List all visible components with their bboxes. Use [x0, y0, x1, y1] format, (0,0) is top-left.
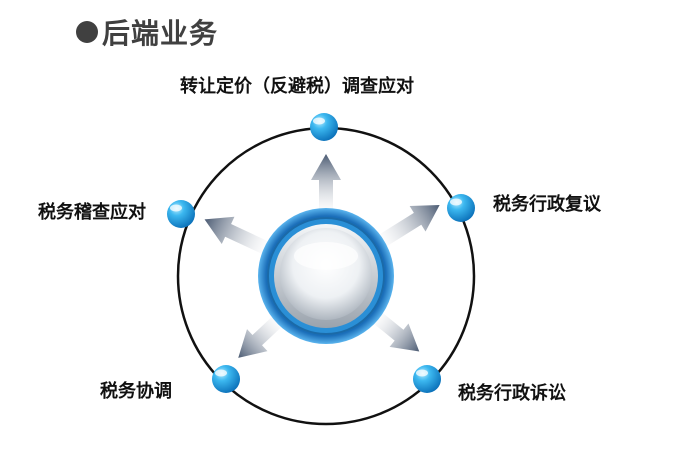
section-title: 后端业务 [76, 12, 218, 52]
arrow-bottom-left [238, 313, 286, 358]
arrow-top [311, 154, 341, 216]
title-text: 后端业务 [102, 17, 219, 50]
arrow-left [204, 216, 273, 257]
node-label-tax-audit: 税务稽查应对 [38, 202, 146, 223]
arrow-bottom-right [369, 309, 420, 352]
node-3 [212, 365, 240, 393]
node-label-tax-coordination: 税务协调 [100, 381, 172, 402]
node-2 [413, 365, 441, 393]
node-label-admin-litigation: 税务行政诉讼 [458, 383, 566, 404]
bullet-icon [76, 21, 98, 43]
node-label-transfer-pricing: 转让定价（反避税）调查应对 [180, 76, 414, 97]
center-hub [258, 208, 394, 344]
arrow-right [374, 204, 440, 250]
node-0 [310, 113, 338, 141]
node-label-admin-review: 税务行政复议 [493, 194, 601, 215]
node-1 [447, 194, 475, 222]
node-4 [167, 200, 195, 228]
